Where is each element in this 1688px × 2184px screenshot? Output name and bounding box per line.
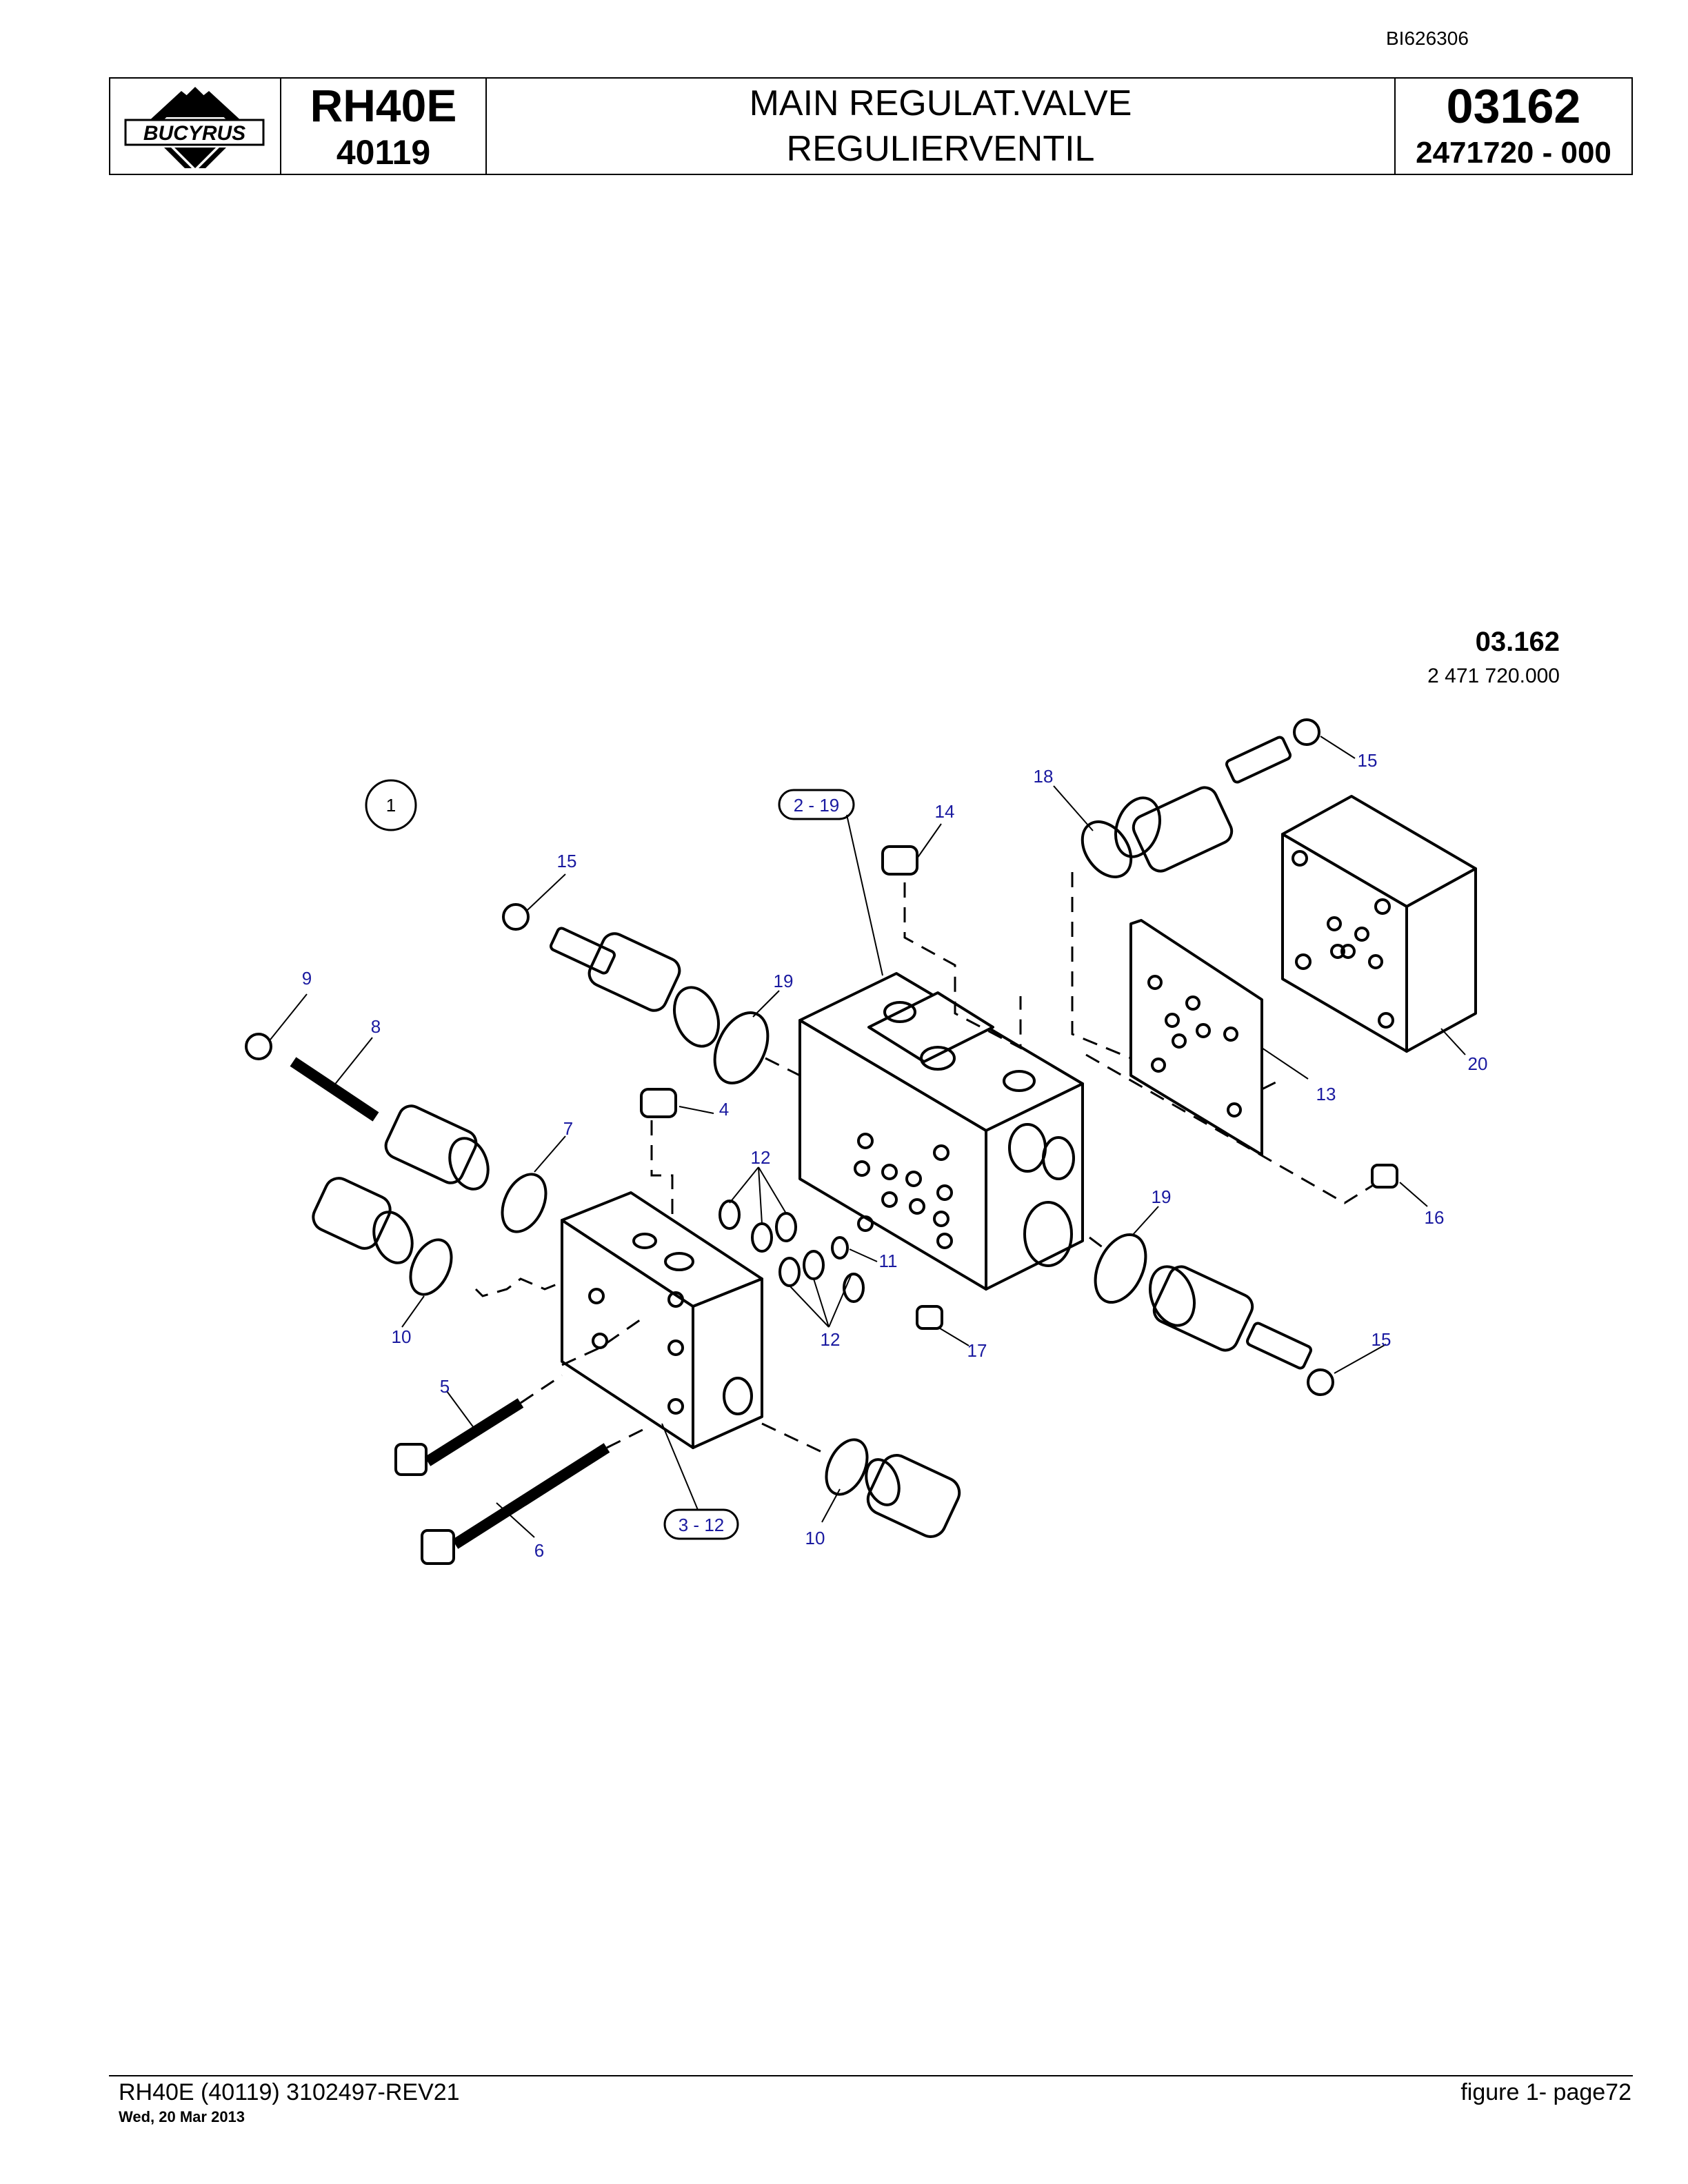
callout-3-12-ring xyxy=(663,1508,739,1540)
cartridge-valve-upper-right xyxy=(1114,718,1320,873)
o-ring-10-left xyxy=(409,1238,453,1296)
callout-6: 6 xyxy=(534,1540,544,1561)
callout-19-upper: 19 xyxy=(774,971,794,991)
callout-13: 13 xyxy=(1316,1084,1336,1104)
stud-8 xyxy=(245,1033,379,1122)
o-ring-7 xyxy=(501,1173,547,1233)
footer-date: Wed, 20 Mar 2013 xyxy=(119,2108,245,2125)
screw-6 xyxy=(421,1443,610,1565)
document-id: BI626306 xyxy=(1386,28,1469,49)
callout-15-upper-right: 15 xyxy=(1358,750,1378,771)
callout-4: 4 xyxy=(719,1099,729,1120)
callout-10-bottom: 10 xyxy=(805,1528,825,1548)
gasket-plate xyxy=(1129,919,1263,1156)
callout-7: 7 xyxy=(563,1118,573,1139)
footer-divider xyxy=(109,2075,1633,2076)
logo-cell: BUCYRUS xyxy=(110,79,281,174)
end-block xyxy=(1281,795,1477,1053)
title-german: REGULIERVENTIL xyxy=(786,129,1095,169)
serial-number: 40119 xyxy=(336,133,431,172)
model-name: RH40E xyxy=(310,80,457,131)
group-number: 03162 xyxy=(1446,79,1581,133)
callout-5: 5 xyxy=(440,1376,450,1397)
callout-16: 16 xyxy=(1425,1207,1445,1228)
callout-15-lower-right: 15 xyxy=(1372,1329,1391,1350)
lower-valve-block xyxy=(561,1191,763,1449)
callout-10-left: 10 xyxy=(392,1326,412,1347)
logo-text: BUCYRUS xyxy=(143,122,245,145)
callout-20: 20 xyxy=(1468,1053,1488,1074)
plug-left xyxy=(312,1104,490,1264)
callout-17: 17 xyxy=(967,1340,987,1361)
header-table: BUCYRUS RH40E 40119 MAIN REGULAT.VALVE R… xyxy=(109,77,1633,175)
assembly-lines xyxy=(474,872,1373,1456)
title-english: MAIN REGULAT.VALVE xyxy=(749,83,1132,123)
o-ring-19-lower xyxy=(1094,1233,1147,1304)
drawing-part-ref: 2 471 720.000 xyxy=(1427,665,1560,687)
callout-14: 14 xyxy=(935,801,955,822)
part-number: 2471720 - 000 xyxy=(1416,136,1611,170)
main-valve-block xyxy=(798,972,1084,1291)
o-ring-19-upper xyxy=(713,1011,770,1085)
footer-doc-ref: RH40E (40119) 3102497-REV21 xyxy=(119,2079,460,2105)
callout-18: 18 xyxy=(1034,766,1054,787)
callout-3-12: 3 - 12 xyxy=(679,1515,725,1535)
model-cell: RH40E 40119 xyxy=(281,79,487,174)
footer-page-ref: figure 1- page72 xyxy=(1460,2079,1631,2105)
o-ring-18 xyxy=(1081,820,1133,878)
callout-12-lower: 12 xyxy=(821,1329,841,1350)
plug-bottom xyxy=(865,1454,961,1538)
drawing-group-ref: 03.162 xyxy=(1476,627,1560,657)
o-ring-10-bottom xyxy=(825,1438,869,1496)
title-cell: MAIN REGULAT.VALVE REGULIERVENTIL xyxy=(487,79,1396,174)
callout-9: 9 xyxy=(302,968,312,989)
callout-12-upper: 12 xyxy=(751,1147,771,1168)
screw-5 xyxy=(394,1398,524,1476)
callout-2-19-ring xyxy=(778,789,855,820)
callout-2-19: 2 - 19 xyxy=(794,795,840,816)
group-cell: 03162 2471720 - 000 xyxy=(1396,79,1631,174)
callout-15-upper-left: 15 xyxy=(557,851,577,871)
leader-lines xyxy=(270,736,1466,1538)
callout-11: 11 xyxy=(879,1251,898,1271)
cartridge-valve-upper-left xyxy=(502,903,720,1048)
callout-labels: 1 2 - 19 3 - 12 4 5 6 7 8 9 10 10 11 12 … xyxy=(302,750,1488,1561)
cartridge-valve-lower-right xyxy=(1149,1265,1334,1396)
callout-19-lower: 19 xyxy=(1152,1186,1172,1207)
bucyrus-logo: BUCYRUS xyxy=(124,87,265,168)
callout-1: 1 xyxy=(386,795,396,816)
callout-8: 8 xyxy=(371,1016,381,1037)
callout-1-ring xyxy=(365,779,417,831)
plug-screws xyxy=(640,845,1398,1330)
